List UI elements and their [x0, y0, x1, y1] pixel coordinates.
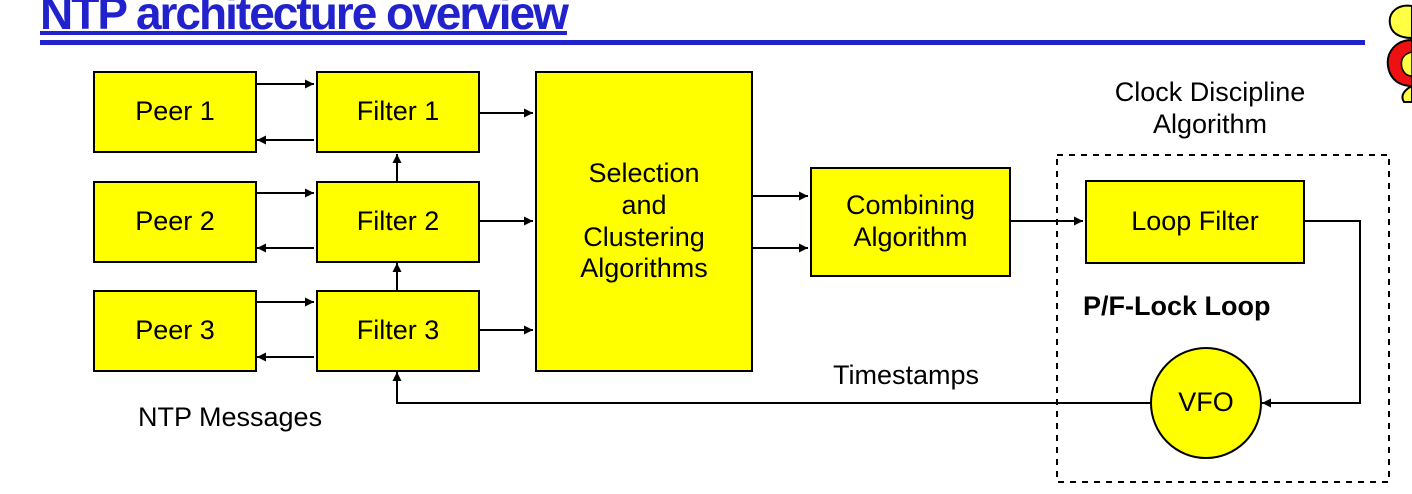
filter-1-box: Filter 1 [316, 71, 480, 153]
title-underline [40, 40, 1365, 45]
peer-1-box: Peer 1 [93, 71, 257, 153]
filter-3-box: Filter 3 [316, 290, 480, 372]
selection-clustering-box: Selection and Clustering Algorithms [535, 71, 753, 372]
arrow-loop-filter-to-vfo [1262, 220, 1361, 408]
clock-discipline-label: Clock Discipline Algorithm [1114, 77, 1306, 139]
timestamps-label: Timestamps [833, 360, 980, 390]
combining-algorithm-box: Combining Algorithm [810, 167, 1011, 277]
peer-2-box: Peer 2 [93, 181, 257, 263]
peer-3-box: Peer 3 [93, 290, 257, 372]
page-title: NTP architecture overview [40, 0, 569, 39]
loop-filter-box: Loop Filter [1085, 180, 1305, 264]
filter-2-box: Filter 2 [316, 181, 480, 263]
arrow-vfo-to-filter3 [392, 372, 1150, 404]
pf-lock-loop-label: P/F-Lock Loop [1083, 291, 1271, 321]
clock-discipline-region [1056, 154, 1390, 483]
vfo-circle: VFO [1150, 347, 1262, 459]
mascot-logo-icon [1386, 4, 1412, 103]
ntp-messages-label: NTP Messages [138, 402, 323, 432]
